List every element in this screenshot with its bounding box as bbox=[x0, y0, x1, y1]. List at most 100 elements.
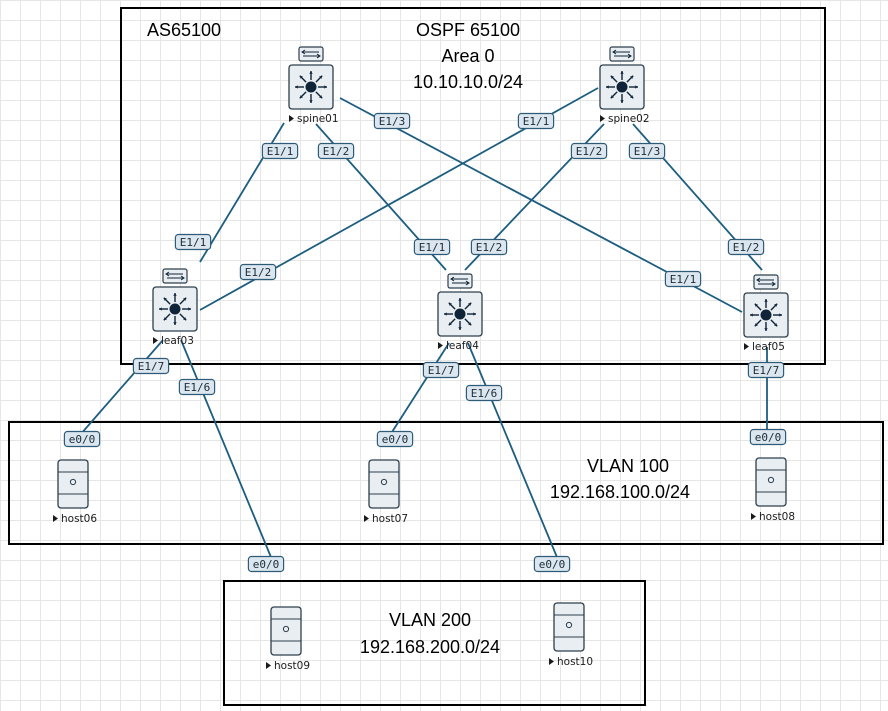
switch-leaf04[interactable]: leaf04 bbox=[437, 273, 483, 352]
vlan200-subnet-label: 192.168.200.0/24 bbox=[359, 637, 501, 657]
link-leaf03-host09 bbox=[180, 339, 274, 563]
port-label-text: E1/1 bbox=[267, 145, 294, 158]
port-label-leaf03: E1/6 bbox=[178, 378, 216, 396]
port-label-text: e0/0 bbox=[253, 558, 280, 571]
port-label-leaf04: E1/7 bbox=[422, 361, 460, 379]
device-label-host09: host09 bbox=[266, 660, 310, 672]
host-power-icon bbox=[69, 478, 77, 486]
device-label-host10: host10 bbox=[549, 656, 593, 668]
port-label-text: E1/2 bbox=[733, 241, 760, 254]
ospf-label: OSPF 65100 bbox=[415, 20, 521, 40]
switch-core-icon bbox=[454, 308, 466, 320]
port-label-spine02: E1/3 bbox=[628, 142, 666, 160]
port-label-spine01: E1/2 bbox=[317, 142, 355, 160]
port-label-text: E1/3 bbox=[379, 115, 406, 128]
host-host07[interactable]: host07 bbox=[364, 459, 408, 525]
port-label-text: E1/7 bbox=[138, 360, 165, 373]
port-label-text: E1/6 bbox=[471, 387, 498, 400]
devices-layer: spine01 spine02 leaf03 leaf04 leaf05 host06 ho… bbox=[53, 46, 795, 672]
top-subnet-label: 10.10.10.0/24 bbox=[412, 72, 524, 92]
switch-leaf03[interactable]: leaf03 bbox=[152, 268, 198, 347]
port-label-leaf04: E1/2 bbox=[470, 238, 508, 256]
device-label-text: spine02 bbox=[608, 113, 650, 125]
host-host08[interactable]: host08 bbox=[751, 457, 795, 523]
as65100-region bbox=[120, 7, 826, 365]
port-label-text: E1/1 bbox=[523, 115, 550, 128]
area-label: Area 0 bbox=[441, 46, 495, 66]
link-leaf03-host06 bbox=[72, 339, 164, 444]
port-label-text: E1/1 bbox=[670, 273, 697, 286]
switch-core-icon bbox=[169, 303, 181, 315]
port-label-text: E1/2 bbox=[576, 145, 603, 158]
port-label-text: e0/0 bbox=[382, 433, 409, 446]
port-label-text: E1/7 bbox=[428, 364, 455, 377]
device-label-text: host08 bbox=[759, 511, 795, 523]
device-label-text: host06 bbox=[61, 513, 97, 525]
port-label-host09: e0/0 bbox=[247, 555, 285, 573]
device-label-text: host07 bbox=[372, 513, 408, 525]
device-label-spine02: spine02 bbox=[600, 113, 650, 125]
port-label-host08: e0/0 bbox=[749, 428, 787, 446]
device-label-text: host10 bbox=[557, 656, 593, 668]
link-leaf04-host07 bbox=[384, 342, 450, 444]
host-host09[interactable]: host09 bbox=[266, 606, 310, 672]
device-label-leaf05: leaf05 bbox=[744, 341, 785, 353]
switch-core-icon bbox=[305, 81, 317, 93]
device-label-text: leaf05 bbox=[752, 341, 785, 353]
port-label-spine01: E1/3 bbox=[373, 112, 411, 130]
switch-core-icon bbox=[616, 81, 628, 93]
port-label-leaf03: E1/7 bbox=[132, 357, 170, 375]
host-power-icon bbox=[565, 621, 573, 629]
vlan100-subnet-label: 192.168.100.0/24 bbox=[549, 482, 691, 502]
device-label-text: host09 bbox=[274, 660, 310, 672]
host-power-icon bbox=[380, 478, 388, 486]
device-label-host07: host07 bbox=[364, 513, 408, 525]
switch-spine02[interactable]: spine02 bbox=[599, 46, 650, 125]
port-label-text: E1/6 bbox=[184, 381, 211, 394]
port-label-leaf05: E1/7 bbox=[747, 361, 785, 379]
ports-layer: E1/1E1/1E1/2E1/1E1/3E1/1E1/1E1/2E1/2E1/2… bbox=[63, 112, 787, 573]
switch-core-icon bbox=[760, 309, 772, 321]
device-label-host06: host06 bbox=[53, 513, 97, 525]
vlan100-region bbox=[8, 421, 884, 545]
port-label-leaf05: E1/2 bbox=[727, 238, 765, 256]
port-label-text: E1/1 bbox=[419, 241, 446, 254]
port-label-text: E1/2 bbox=[323, 145, 350, 158]
port-label-host10: e0/0 bbox=[533, 555, 571, 573]
vlan100-name-label: VLAN 100 bbox=[586, 456, 670, 476]
device-label-host08: host08 bbox=[751, 511, 795, 523]
link-leaf04-host10 bbox=[467, 342, 560, 563]
port-label-text: e0/0 bbox=[69, 433, 96, 446]
port-label-host07: e0/0 bbox=[376, 430, 414, 448]
asn-label: AS65100 bbox=[147, 20, 222, 40]
port-label-text: E1/1 bbox=[180, 236, 207, 249]
port-label-leaf03: E1/2 bbox=[239, 263, 277, 281]
device-label-text: leaf04 bbox=[446, 340, 479, 352]
port-label-spine02: E1/2 bbox=[570, 142, 608, 160]
port-label-text: E1/3 bbox=[634, 145, 661, 158]
port-label-text: e0/0 bbox=[539, 558, 566, 571]
switch-leaf05[interactable]: leaf05 bbox=[743, 274, 789, 353]
port-label-host06: e0/0 bbox=[63, 430, 101, 448]
port-label-leaf03: E1/1 bbox=[174, 233, 212, 251]
port-label-text: E1/2 bbox=[476, 241, 503, 254]
switch-spine01[interactable]: spine01 bbox=[288, 46, 339, 125]
host-host10[interactable]: host10 bbox=[549, 602, 593, 668]
port-label-spine01: E1/1 bbox=[261, 142, 299, 160]
vlan200-name-label: VLAN 200 bbox=[388, 610, 472, 630]
port-label-leaf04: E1/6 bbox=[465, 384, 503, 402]
port-label-text: E1/2 bbox=[245, 266, 272, 279]
port-label-text: E1/7 bbox=[753, 364, 780, 377]
device-label-text: leaf03 bbox=[161, 335, 194, 347]
host-host06[interactable]: host06 bbox=[53, 459, 97, 525]
host-power-icon bbox=[767, 476, 775, 484]
host-power-icon bbox=[282, 625, 290, 633]
port-label-leaf04: E1/1 bbox=[413, 238, 451, 256]
port-label-spine02: E1/1 bbox=[517, 112, 555, 130]
device-label-text: spine01 bbox=[297, 113, 339, 125]
vlan200-region bbox=[223, 580, 646, 706]
port-label-leaf05: E1/1 bbox=[664, 270, 702, 288]
device-label-leaf04: leaf04 bbox=[438, 340, 479, 352]
port-label-text: e0/0 bbox=[755, 431, 782, 444]
